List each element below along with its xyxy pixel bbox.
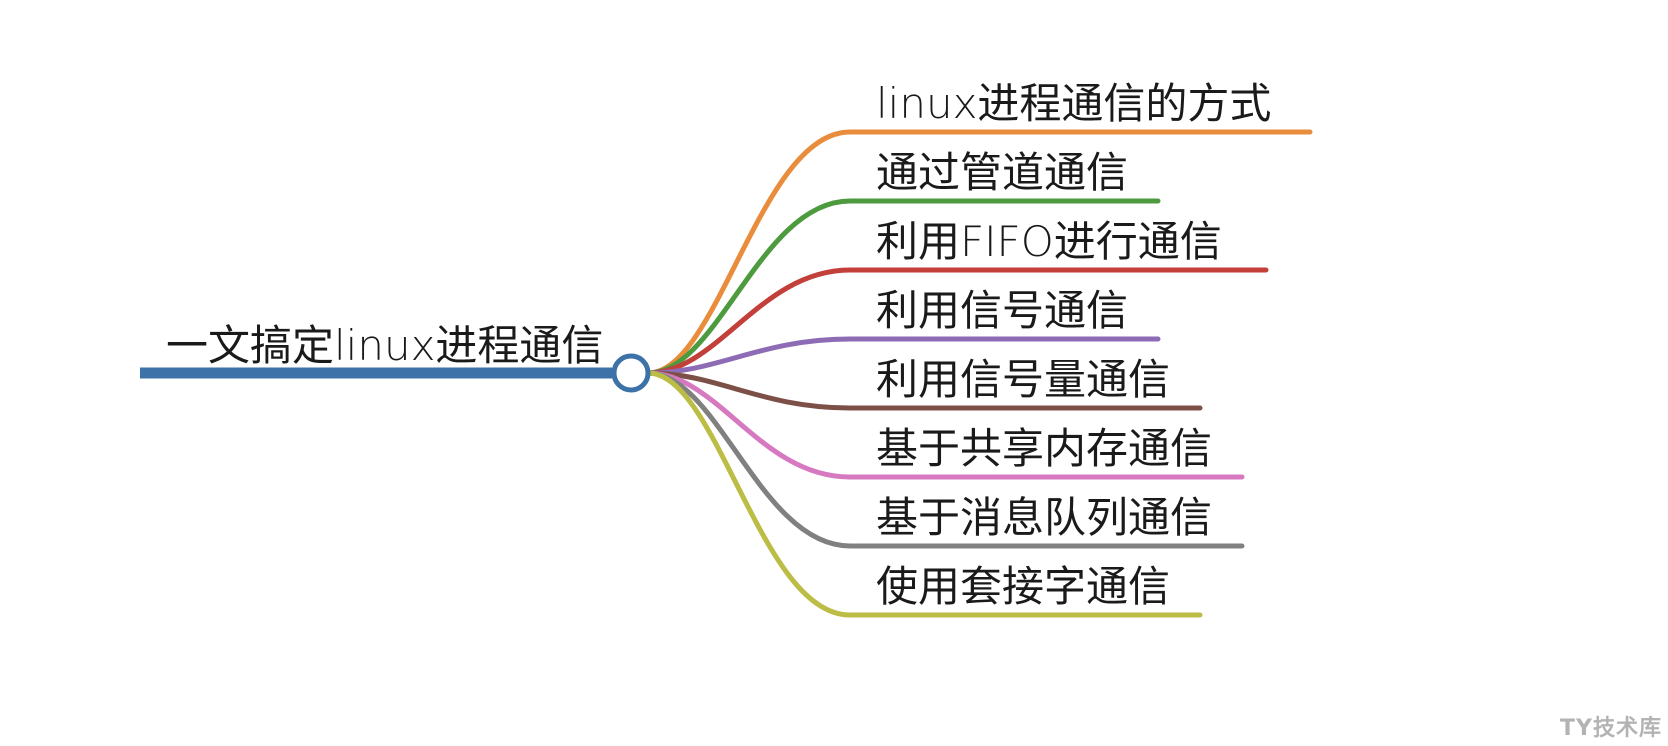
branch-line-6: [645, 370, 1245, 480]
branch-node-label-4[interactable]: 利用信号通信: [876, 286, 1128, 335]
branch-line-3: [645, 267, 1269, 376]
branch-node-label-5[interactable]: 利用信号量通信: [876, 355, 1170, 404]
branch-line-4: [645, 336, 1161, 376]
root-node-circle[interactable]: [611, 353, 651, 393]
branch-line-1: [645, 129, 1313, 376]
branch-line-5: [645, 370, 1203, 411]
watermark: TY技术库: [1560, 716, 1662, 741]
branch-node-label-7[interactable]: 基于消息队列通信: [876, 493, 1212, 542]
branch-node-label-6[interactable]: 基于共享内存通信: [876, 424, 1212, 473]
branch-node-label-2[interactable]: 通过管道通信: [876, 148, 1128, 197]
root-node-label: 一文搞定linux进程通信: [166, 321, 603, 370]
branch-node-label-1[interactable]: linux进程通信的方式: [876, 79, 1271, 128]
branch-node-label-3[interactable]: 利用FIFO进行通信: [876, 217, 1222, 266]
branch-line-7: [645, 370, 1245, 549]
branch-node-label-8[interactable]: 使用套接字通信: [876, 562, 1170, 611]
branch-line-2: [645, 198, 1161, 376]
branch-line-8: [645, 370, 1203, 618]
